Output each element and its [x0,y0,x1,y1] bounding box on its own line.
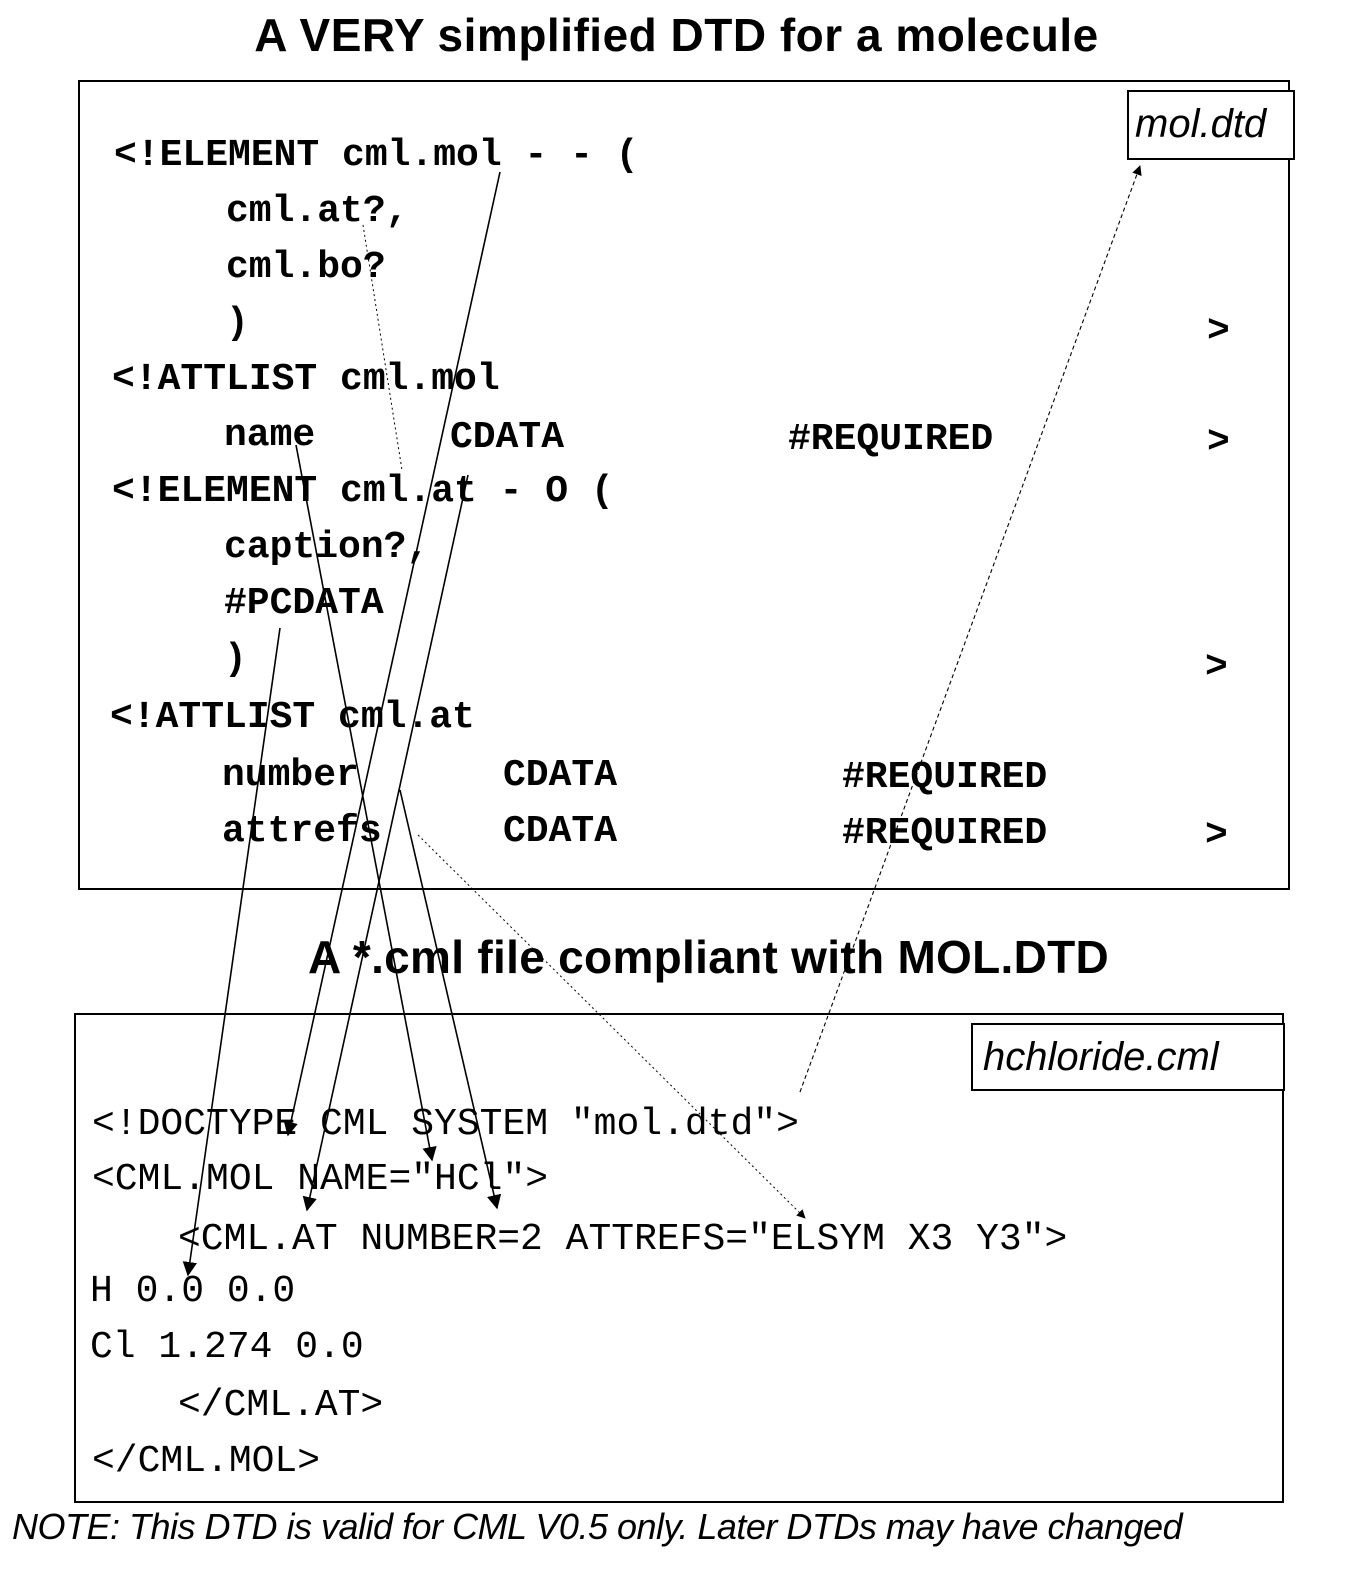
dtd-attr-attrefs-type: CDATA [503,810,618,853]
dtd-attr-name: name [224,414,316,457]
cml-filename-label: hchloride.cml [971,1023,1285,1091]
dtd-line-element-mol: <!ELEMENT cml.mol - - ( [114,134,639,177]
dtd-attr-name-required: #REQUIRED [788,418,994,461]
cml-line-mol-open: <CML.MOL NAME="HCl"> [92,1158,549,1201]
dtd-line-attlist-at: <!ATTLIST cml.at [110,696,475,739]
dtd-line-cml-bo: cml.bo? [226,246,386,289]
dtd-line-end-2: > [1207,421,1230,464]
cml-line-cl-coords: Cl 1.274 0.0 [90,1326,364,1369]
cml-section-title: A *.cml file compliant with MOL.DTD [308,931,1110,983]
diagram-title: A VERY simplified DTD for a molecule [254,9,1099,61]
dtd-line-cml-at: cml.at?, [226,190,409,233]
dtd-filename-label: mol.dtd [1127,90,1295,160]
dtd-line-end-4: > [1205,814,1228,857]
dtd-line-caption: caption?, [224,526,430,569]
dtd-attr-attrefs: attrefs [222,810,382,853]
dtd-attr-attrefs-required: #REQUIRED [842,812,1048,855]
dtd-attr-number-type: CDATA [503,754,618,797]
dtd-line-close-paren-1: ) [226,302,249,345]
cml-line-mol-close: </CML.MOL> [92,1440,321,1483]
cml-line-at-close: </CML.AT> [178,1384,384,1427]
cml-line-at-open: <CML.AT NUMBER=2 ATTREFS="ELSYM X3 Y3"> [178,1218,1068,1261]
dtd-line-element-at: <!ELEMENT cml.at - O ( [112,470,614,513]
cml-line-h-coords: H 0.0 0.0 [90,1270,296,1313]
dtd-line-attlist-mol: <!ATTLIST cml.mol [112,358,500,401]
dtd-line-end-3: > [1205,646,1228,689]
dtd-attr-name-type: CDATA [450,416,565,459]
dtd-attr-number-required: #REQUIRED [842,756,1048,799]
dtd-line-close-paren-2: ) [224,638,247,681]
dtd-line-end-1: > [1207,310,1230,353]
dtd-line-pcdata: #PCDATA [224,582,384,625]
version-note: NOTE: This DTD is valid for CML V0.5 onl… [12,1506,1183,1547]
dtd-attr-number: number [222,754,359,797]
cml-line-doctype: <!DOCTYPE CML SYSTEM "mol.dtd"> [92,1103,799,1146]
